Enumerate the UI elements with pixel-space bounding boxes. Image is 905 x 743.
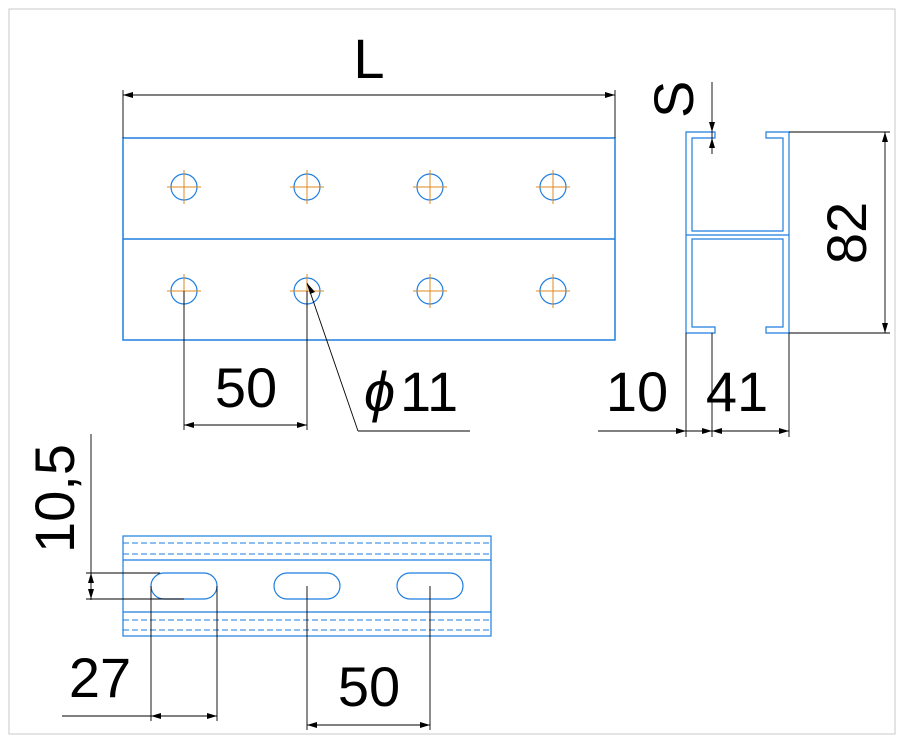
hole-pitch-dimension: 50 — [183, 291, 308, 430]
height-dimension: 82 — [789, 131, 890, 334]
slot-pitch-dimension: 50 — [306, 586, 431, 730]
slot-length-arrow-left — [151, 713, 161, 719]
slot-offset-dimension: 10,5 — [23, 434, 184, 600]
height-label: 82 — [815, 202, 878, 264]
slot-offset-arrow-top — [88, 573, 94, 583]
round-hole — [413, 170, 447, 204]
length-dimension: L — [122, 27, 616, 138]
hole-pitch-arrow-right — [297, 422, 307, 428]
slot-pitch-label: 50 — [338, 655, 400, 718]
width-dimensions: 10 41 — [598, 333, 790, 437]
thickness-arrow-top — [709, 122, 715, 132]
height-arrow-bottom — [882, 323, 888, 333]
height-arrow-top — [882, 132, 888, 142]
slot-pitch-arrow-right — [420, 722, 430, 728]
diameter-symbol: ϕ — [364, 360, 395, 423]
hole-pitch-arrow-left — [184, 422, 194, 428]
slot-length-arrow-right — [207, 713, 217, 719]
end-view — [685, 131, 790, 334]
length-arrow-left — [123, 92, 133, 98]
round-hole — [536, 274, 570, 308]
hole-pitch-label: 50 — [215, 356, 277, 419]
slot-length-dimension: 27 — [62, 586, 218, 721]
width-arrow-right — [779, 428, 789, 434]
width-arrow-left — [712, 428, 722, 434]
diameter-leader-line — [306, 282, 359, 432]
lip-arrow-right — [676, 428, 686, 434]
slot-offset-label: 10,5 — [23, 444, 86, 553]
hole-diameter-callout: ϕ 11 — [306, 282, 470, 432]
round-hole — [536, 170, 570, 204]
slot-pitch-arrow-left — [307, 722, 317, 728]
diameter-value: 11 — [400, 360, 458, 423]
thickness-dimension: S — [642, 81, 715, 154]
diameter-leader-arrow — [307, 283, 315, 294]
round-holes — [167, 170, 570, 308]
round-hole — [167, 170, 201, 204]
slot-length-label: 27 — [69, 646, 131, 709]
slot-offset-arrow-bottom — [88, 589, 94, 599]
round-hole — [290, 170, 324, 204]
width-label: 41 — [706, 360, 768, 423]
slot — [150, 572, 218, 600]
drawing-frame — [8, 8, 896, 735]
round-hole — [413, 274, 447, 308]
length-arrow-right — [605, 92, 615, 98]
thickness-label: S — [642, 81, 705, 118]
lip-arrow-left — [702, 428, 712, 434]
profile-outer-outline — [685, 131, 790, 334]
length-label: L — [353, 27, 384, 90]
lip-label: 10 — [606, 360, 668, 423]
thickness-arrow-bottom — [709, 138, 715, 148]
top-view — [122, 137, 616, 341]
